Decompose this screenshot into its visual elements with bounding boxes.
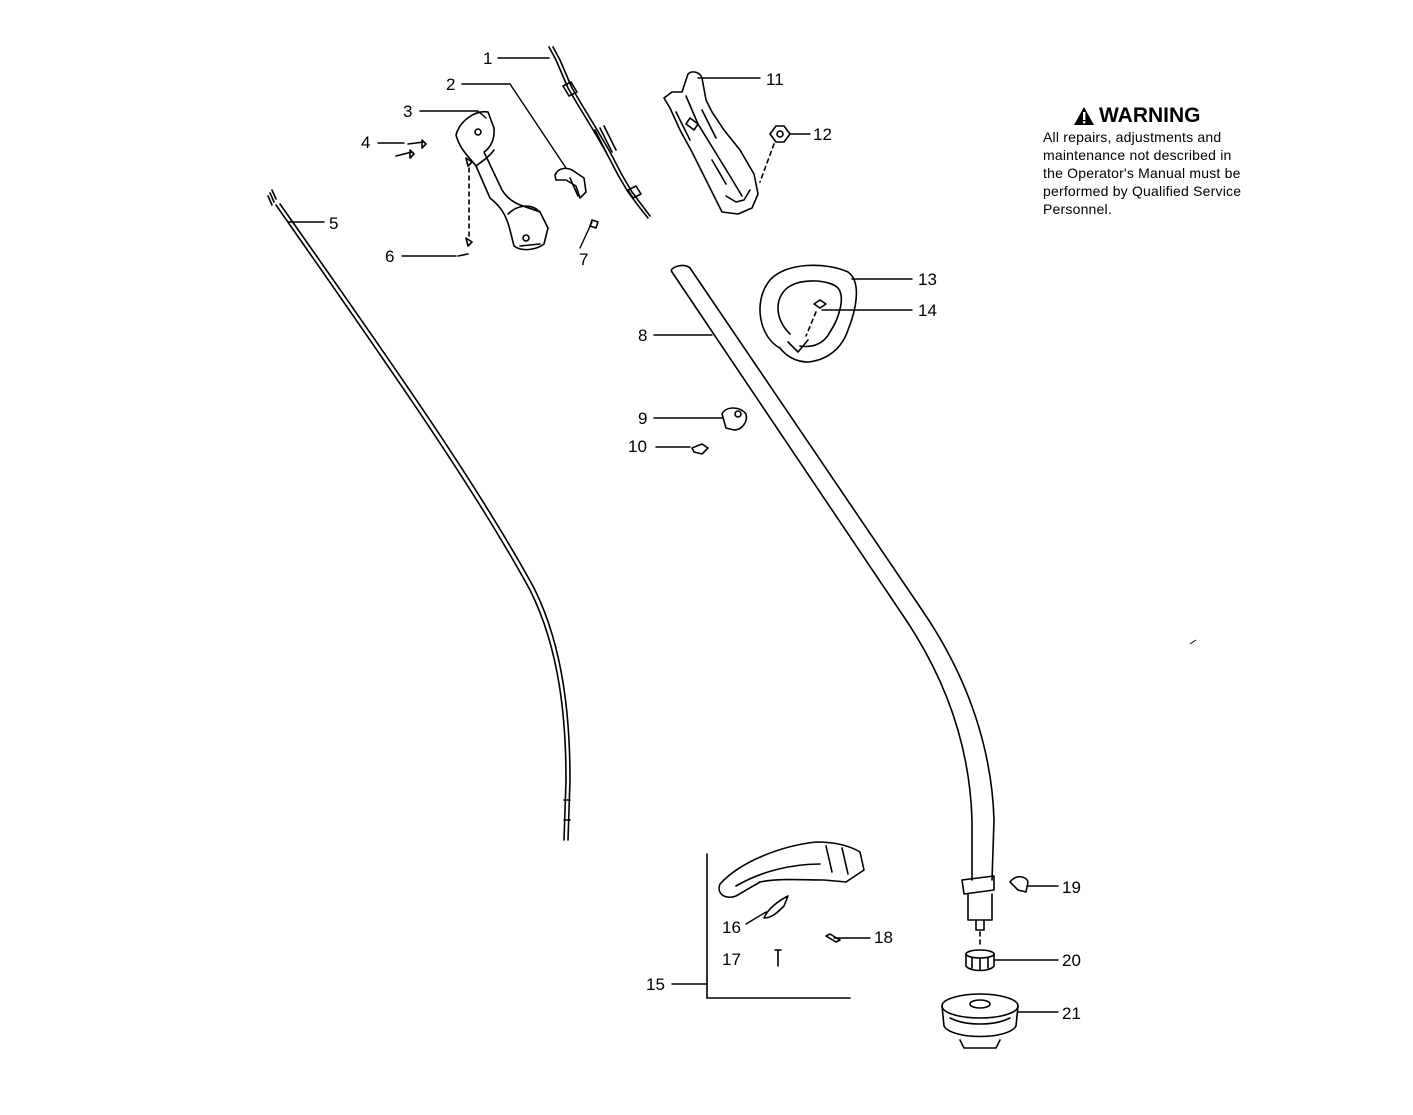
callout-14: 14 (918, 301, 937, 320)
callout-3: 3 (403, 102, 412, 121)
part-screw-18 (825, 933, 841, 943)
callout-9: 9 (638, 409, 647, 428)
callout-17: 17 (722, 950, 741, 969)
part-nut-12 (759, 125, 791, 183)
callout-10: 10 (628, 437, 647, 456)
callout-20: 20 (1062, 951, 1081, 970)
warning-text: All repairs, adjustments and maintenance… (1043, 128, 1293, 218)
part-trigger (554, 167, 587, 199)
part-knob-9 (721, 407, 748, 431)
callout-12: 12 (813, 125, 832, 144)
part-screws-4 (395, 139, 427, 159)
warning-line: performed by Qualified Service (1043, 183, 1242, 199)
warning-line: All repairs, adjustments and (1043, 129, 1222, 145)
callout-6: 6 (385, 247, 394, 266)
callout-8: 8 (638, 326, 647, 345)
part-guard (718, 841, 865, 899)
warning-line: the Operator's Manual must be (1043, 165, 1241, 181)
part-throttle-housing (663, 71, 759, 215)
callout-18: 18 (874, 928, 893, 947)
callout-4: 4 (361, 133, 370, 152)
warning-title-row: WARNING (1073, 104, 1293, 128)
part-clamp-19 (1009, 875, 1029, 893)
part-blade-16 (763, 895, 789, 919)
part-screw-10 (691, 443, 709, 455)
callout-16: 16 (722, 918, 741, 937)
callout-2: 2 (446, 75, 455, 94)
part-bolt-14 (805, 299, 827, 337)
warning-line: Personnel. (1043, 201, 1112, 217)
warning-title: WARNING (1099, 104, 1201, 127)
warning-triangle-icon (1074, 107, 1094, 125)
part-coupling (961, 875, 995, 949)
callout-13: 13 (918, 270, 937, 289)
warning-notice: WARNING All repairs, adjustments and mai… (1043, 104, 1293, 218)
stray-mark (1189, 639, 1197, 645)
part-screws-6 (457, 157, 473, 257)
part-d-handle (759, 264, 858, 363)
callout-5: 5 (329, 214, 338, 233)
callout-15: 15 (646, 975, 665, 994)
callout-19: 19 (1062, 878, 1081, 897)
part-drive-shaft (267, 189, 571, 841)
part-screw-17 (774, 949, 782, 967)
part-spool-nut (965, 949, 995, 972)
leader-lines (287, 57, 1059, 1013)
callout-11: 11 (766, 70, 784, 89)
part-trimmer-head (941, 993, 1019, 1049)
callout-21: 21 (1062, 1004, 1081, 1023)
callout-1: 1 (483, 49, 492, 68)
part-shaft-tube (670, 264, 995, 881)
callout-7: 7 (579, 250, 588, 269)
kit-bracket-15 (706, 853, 851, 999)
part-throttle-cable (548, 46, 651, 219)
warning-line: maintenance not described in (1043, 147, 1232, 163)
callout-labels: 1 2 3 4 5 6 7 8 9 10 11 12 13 14 15 16 1… (329, 49, 1081, 1023)
part-handle-housing (455, 110, 549, 251)
